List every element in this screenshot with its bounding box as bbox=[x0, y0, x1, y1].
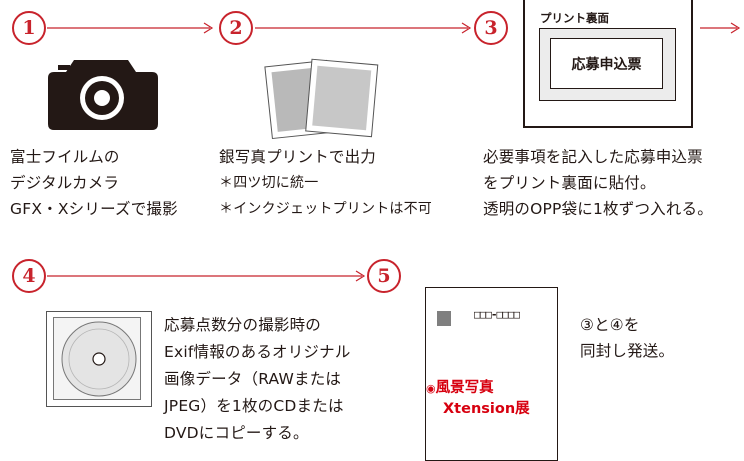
step-5-number: 5 bbox=[367, 259, 401, 293]
step-2-line-2: ＊四ツ切に統一 bbox=[219, 175, 319, 191]
step-4-line-1: 応募点数分の撮影時の bbox=[164, 316, 322, 334]
step-1-description: 富士フイルムの デジタルカメラ GFX・Xシリーズで撮影 bbox=[10, 144, 178, 222]
step-1-number: 1 bbox=[12, 11, 46, 45]
step-4-line-2: Exif情報のあるオリジナル bbox=[164, 343, 351, 361]
step-2-line-3: ＊インクジェットプリントは不可 bbox=[219, 201, 432, 217]
step-4-line-4: JPEG）を1枚のCDまたは bbox=[164, 397, 344, 415]
step-5-line-2: 同封し発送。 bbox=[580, 342, 675, 360]
photo-prints-icon bbox=[264, 58, 379, 140]
stamp-icon bbox=[437, 311, 451, 326]
step-4-line-5: DVDにコピーする。 bbox=[164, 424, 309, 442]
step-2-line-1: 銀写真プリントで出力 bbox=[219, 148, 377, 166]
step-1-line-2: デジタルカメラ bbox=[10, 174, 120, 192]
step-3-line-3: 透明のOPP袋に1枚ずつ入れる。 bbox=[483, 200, 713, 218]
envelope-address-line-1: 風景写真 bbox=[435, 380, 494, 396]
step-3-line-1: 必要事項を記入した応募申込票 bbox=[483, 148, 703, 166]
step-3-line-2: をプリント裏面に貼付。 bbox=[483, 174, 656, 192]
step-3-number: 3 bbox=[474, 11, 508, 45]
step-2-description: 銀写真プリントで出力 ＊四ツ切に統一 ＊インクジェットプリントは不可 bbox=[219, 144, 432, 222]
print-back-label: プリント裏面 bbox=[540, 11, 609, 25]
envelope-mark-icon: ◉ bbox=[426, 382, 436, 395]
step-1-line-1: 富士フイルムの bbox=[10, 148, 120, 166]
application-form-label: 応募申込票 bbox=[571, 56, 642, 73]
step-4-description: 応募点数分の撮影時の Exif情報のあるオリジナル 画像データ（RAWまたは J… bbox=[164, 312, 351, 447]
envelope-illustration: □□□-□□□□ ◉風景写真 Xtension展 bbox=[425, 287, 558, 461]
camera-icon bbox=[48, 60, 158, 130]
step-5-line-1: ③と④を bbox=[580, 316, 640, 334]
step-5-description: ③と④を 同封し発送。 bbox=[580, 312, 674, 364]
print-back-illustration: プリント裏面 応募申込票 bbox=[523, 0, 693, 128]
step-1-line-3: GFX・Xシリーズで撮影 bbox=[10, 200, 178, 218]
postal-code-boxes: □□□-□□□□ bbox=[474, 308, 520, 321]
envelope-address-line-2: Xtension展 bbox=[443, 401, 530, 417]
cd-case-icon bbox=[46, 311, 152, 407]
application-form: 応募申込票 bbox=[539, 28, 676, 101]
step-4-line-3: 画像データ（RAWまたは bbox=[164, 370, 342, 388]
step-4-number: 4 bbox=[12, 259, 46, 293]
step-2-number: 2 bbox=[219, 11, 253, 45]
envelope-address: ◉風景写真 Xtension展 bbox=[426, 378, 530, 419]
cd-disc-icon bbox=[61, 321, 137, 397]
step-3-description: 必要事項を記入した応募申込票 をプリント裏面に貼付。 透明のOPP袋に1枚ずつ入… bbox=[483, 144, 713, 222]
